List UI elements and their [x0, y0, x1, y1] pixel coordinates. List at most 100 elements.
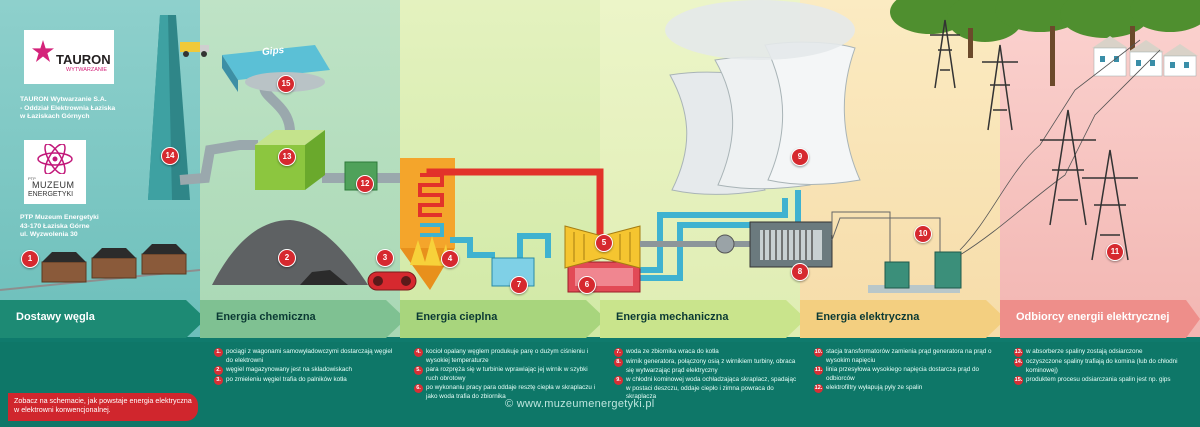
tauron-logo-mark — [32, 40, 54, 62]
desc-text: para rozpręża się w turbinie wprawiając … — [426, 366, 588, 382]
org-info-line1: TAURON Wytwarzanie S.A. — [20, 96, 107, 103]
pylons — [930, 19, 1138, 261]
desc-column-3: 7.woda ze zbiornika wraca do kotła 8.wir… — [614, 348, 800, 403]
desc-text: węgiel magazynowany jest na składowiskac… — [226, 366, 353, 374]
marker-4: 4 — [441, 250, 459, 268]
marker-9: 9 — [791, 148, 809, 166]
marker-10: 10 — [914, 225, 932, 243]
marker-3: 3 — [376, 249, 394, 267]
coal-wagons — [41, 244, 187, 283]
stage-arrows — [0, 300, 1200, 338]
shaft — [640, 241, 752, 247]
desc-text: po zmieleniu węgiel trafia do palników k… — [226, 376, 347, 384]
marker-11: 11 — [1106, 243, 1124, 261]
houses — [1092, 36, 1198, 77]
desc-text: po wykonaniu pracy para oddaje resztę ci… — [426, 384, 596, 400]
website-credit: © www.muzeumenergetyki.pl — [505, 398, 655, 410]
marker-6: 6 — [578, 276, 596, 294]
desc-item: 12.elektrofiltry wyłapują pyły ze spalin — [814, 384, 1000, 394]
desc-number: 2. — [214, 366, 223, 376]
boiler — [400, 158, 455, 290]
museum-info-line2: 43-170 Łaziska Górne — [20, 222, 90, 230]
desc-column-2: 4.kocioł opalany węglem produkuje parę o… — [414, 348, 600, 403]
desc-number: 1. — [214, 348, 223, 357]
plant-illustration — [0, 0, 1200, 293]
desc-number: 6. — [414, 384, 423, 394]
desc-text: linia przesyłowa wysokiego napięcia dost… — [826, 366, 979, 382]
desc-item: 4.kocioł opalany węglem produkuje parę o… — [414, 348, 600, 365]
desc-text: oczyszczone spaliny trafiają do komina (… — [1026, 358, 1178, 374]
atom-icon — [37, 144, 73, 174]
desc-item: 13.w absorberze spaliny zostają odsiarcz… — [1014, 348, 1200, 357]
desc-item: 9.w chłodni kominowej woda ochładzająca … — [614, 376, 800, 402]
desc-number: 14. — [1014, 358, 1023, 367]
desc-text: stacja transformatorów zamienia prąd gen… — [826, 348, 992, 364]
marker-5: 5 — [595, 234, 613, 252]
desc-item: 2.węgiel magazynowany jest na składowisk… — [214, 366, 400, 376]
stage-label-electrical: Energia elektryczna — [816, 311, 920, 323]
desc-text: produktem procesu odsiarczania spalin je… — [1026, 376, 1171, 384]
desc-number: 3. — [214, 376, 223, 386]
truck — [180, 42, 209, 57]
museum-info-line3: ul. Wyzwolenia 30 — [20, 231, 78, 238]
transformers — [868, 251, 962, 293]
marker-14: 14 — [161, 147, 179, 165]
marker-13: 13 — [278, 148, 296, 166]
museum-info-line1: PTP Muzeum Energetyki — [20, 214, 99, 221]
desc-item: 15.produktem procesu odsiarczania spalin… — [1014, 376, 1200, 386]
desc-item: 8.wirnik generatora, połączony osią z wi… — [614, 358, 800, 375]
museum-logo-line2: ENERGETYKI — [28, 191, 74, 198]
marker-8: 8 — [791, 263, 809, 281]
desc-number: 5. — [414, 366, 423, 376]
marker-2: 2 — [278, 249, 296, 267]
description-area — [0, 342, 1200, 427]
desc-item: 14.oczyszczone spaliny trafiają do komin… — [1014, 358, 1200, 375]
org-info-line3: w Łaziskach Górnych — [20, 113, 90, 120]
desc-item: 10.stacja transformatorów zamienia prąd … — [814, 348, 1000, 365]
desc-text: w chłodni kominowej woda ochładzająca sk… — [626, 376, 797, 401]
desc-column-4: 10.stacja transformatorów zamienia prąd … — [814, 348, 1000, 394]
museum-logo-prefix: PTP — [28, 176, 36, 181]
org-info-line2: - Oddział Elektrownia Łaziska — [20, 104, 116, 112]
stage-label-thermal: Energia cieplna — [416, 311, 498, 323]
museum-logo: PTP MUZEUM ENERGETYKI — [24, 140, 86, 204]
desc-text: elektrofiltry wyłapują pyły ze spalin — [826, 384, 923, 392]
desc-text: woda ze zbiornika wraca do kotła — [626, 348, 719, 355]
trees — [890, 0, 1200, 86]
desc-number: 12. — [814, 384, 823, 394]
marker-15: 15 — [277, 75, 295, 93]
desc-text: kocioł opalany węglem produkuje parę o d… — [426, 348, 589, 364]
marker-12: 12 — [356, 175, 374, 193]
desc-item: 5.para rozpręża się w turbinie wprawiają… — [414, 366, 600, 383]
stage-label-chemical: Energia chemiczna — [216, 311, 316, 323]
desc-item: 11.linia przesyłowa wysokiego napięcia d… — [814, 366, 1000, 383]
generator — [749, 221, 833, 268]
desc-number: 15. — [1014, 376, 1023, 386]
tauron-logo-sub: WYTWARZANIE — [66, 67, 108, 73]
museum-logo-line1: MUZEUM — [32, 180, 75, 190]
desc-item: 7.woda ze zbiornika wraca do kotła — [614, 348, 800, 357]
stage-label-coal: Dostawy węgla — [16, 311, 95, 323]
intro-callout: Zobacz na schemacie, jak powstaje energi… — [8, 393, 198, 421]
desc-column-5: 13.w absorberze spaliny zostają odsiarcz… — [1014, 348, 1200, 386]
desc-text: wirnik generatora, połączony osią z wirn… — [626, 358, 796, 374]
desc-number: 10. — [814, 348, 823, 357]
gypsum-label: Gips — [261, 44, 285, 59]
desc-number: 7. — [614, 348, 623, 357]
org-info: TAURON Wytwarzanie S.A. - Oddział Elektr… — [20, 96, 190, 122]
desc-number: 11. — [814, 366, 823, 376]
tauron-logo-name: TAURON — [56, 52, 111, 67]
desc-item: 1.pociągi z wagonami samowyładowczymi do… — [214, 348, 400, 365]
desc-text: w absorberze spaliny zostają odsiarczone — [1026, 348, 1143, 355]
desc-column-1: 1.pociągi z wagonami samowyładowczymi do… — [214, 348, 400, 386]
desc-number: 9. — [614, 376, 623, 386]
museum-info: PTP Muzeum Energetyki 43-170 Łaziska Gór… — [20, 214, 190, 240]
desc-text: pociągi z wagonami samowyładowczymi dost… — [226, 348, 393, 364]
desc-number: 8. — [614, 358, 623, 367]
stage-label-mechanical: Energia mechaniczna — [616, 311, 729, 323]
desc-item: 6.po wykonaniu pracy para oddaje resztę … — [414, 384, 600, 401]
desc-number: 4. — [414, 348, 423, 357]
tauron-logo: TAURON WYTWARZANIE — [24, 30, 114, 84]
marker-7: 7 — [510, 276, 528, 294]
